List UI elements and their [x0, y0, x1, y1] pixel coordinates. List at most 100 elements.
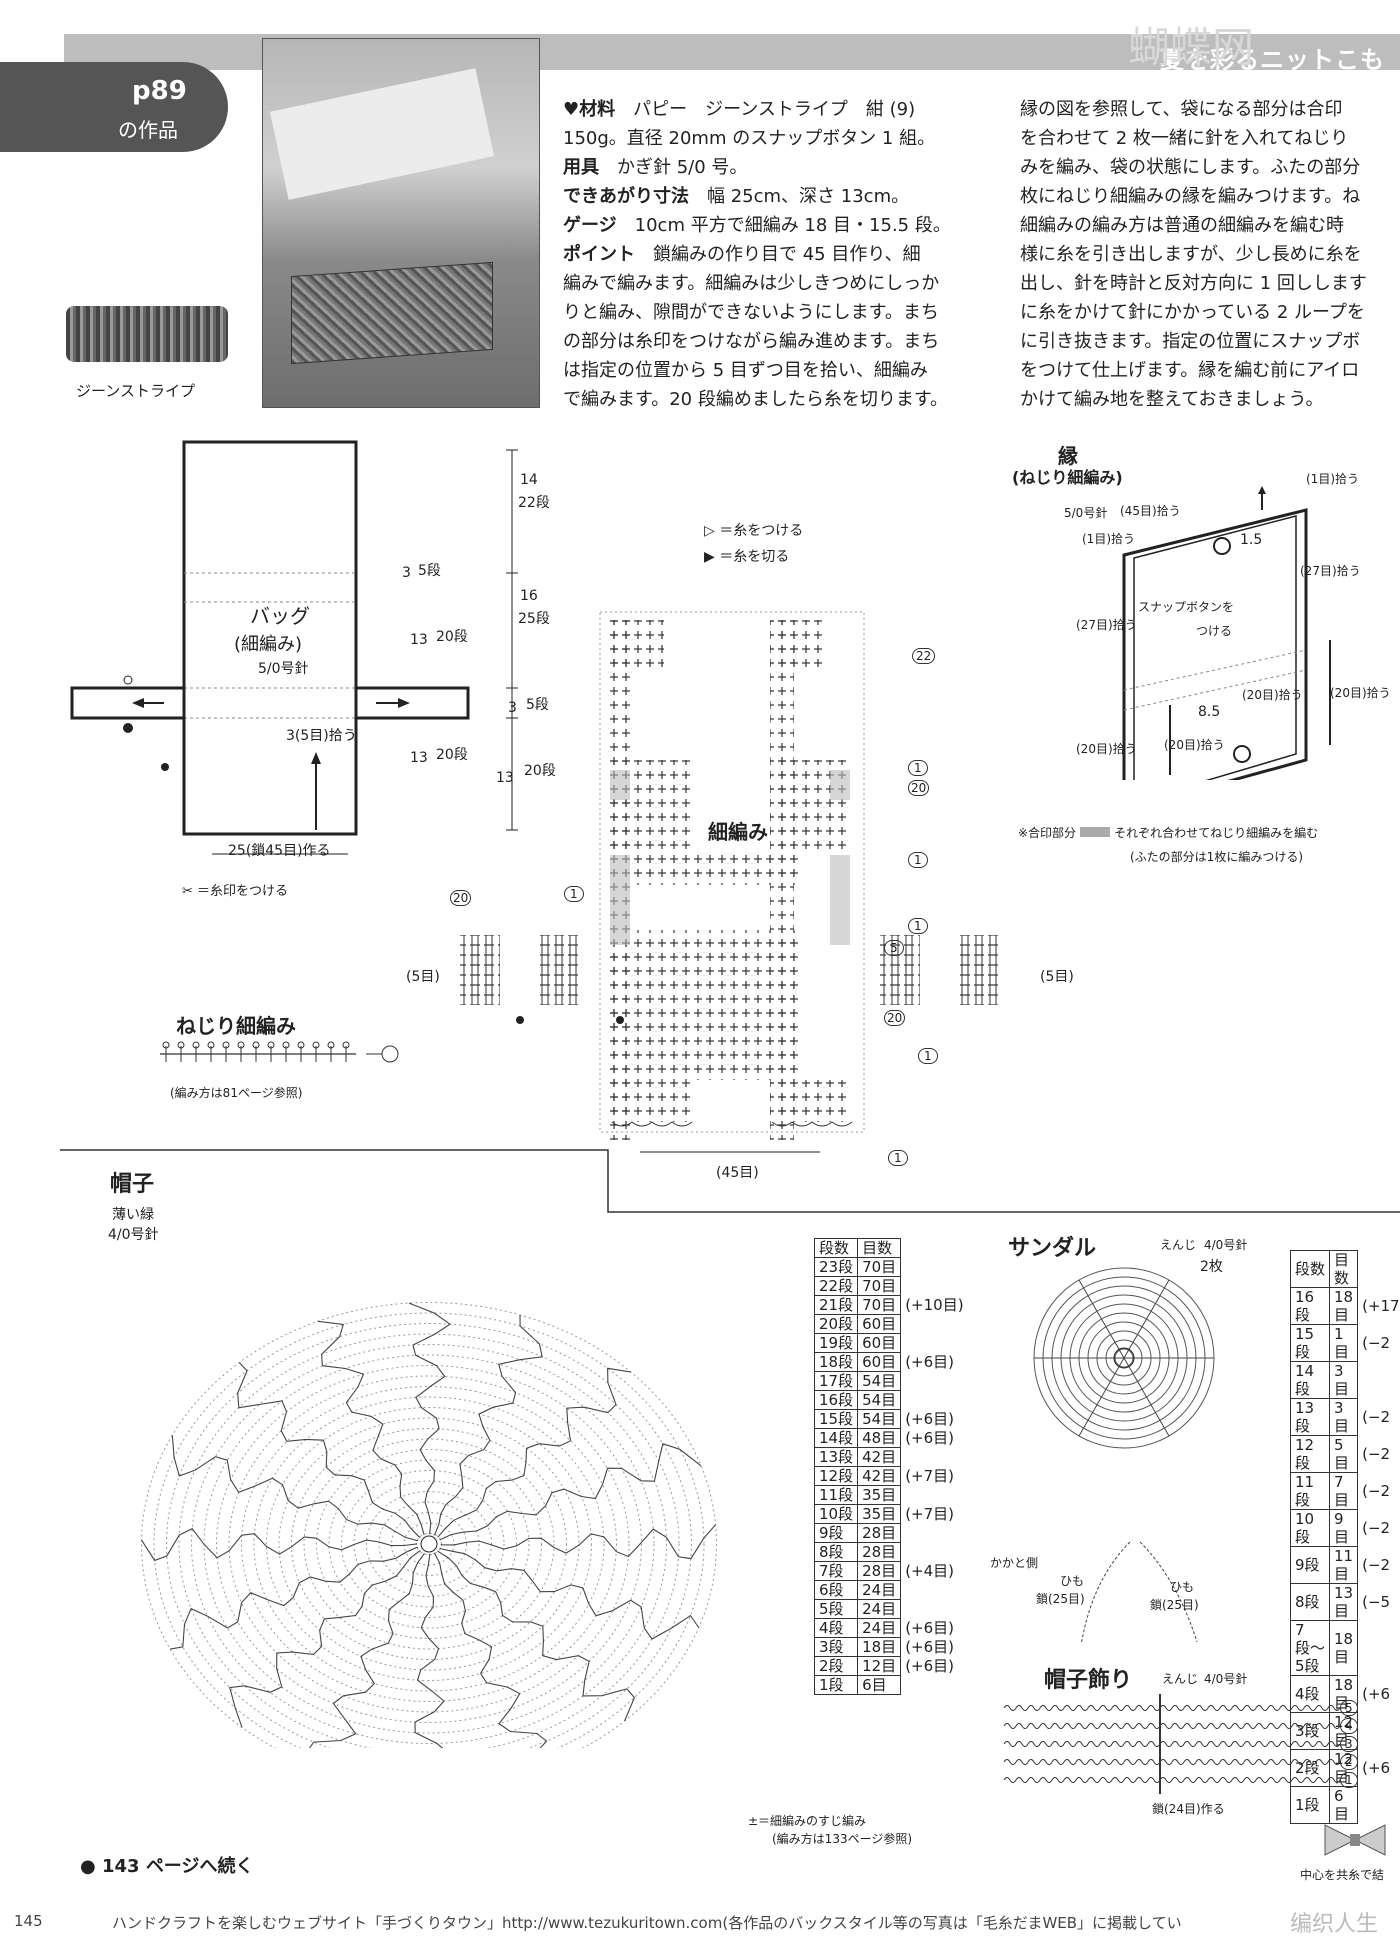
table-cell: 3目: [1328, 1398, 1359, 1436]
bag-sub: (細編み): [234, 634, 303, 655]
yarn-sample-image: [66, 306, 228, 362]
table-cell: 16段: [813, 1390, 859, 1410]
dim-rows: 20段: [436, 747, 468, 763]
table-cell: (−2: [1362, 1519, 1391, 1537]
table-cell: 24目: [857, 1580, 902, 1600]
table-cell: 1段: [813, 1675, 859, 1695]
edge-needle: 5/0号針: [1064, 506, 1108, 520]
table-cell: (+6目): [905, 1410, 955, 1428]
edge-note2: (ふたの部分は1枚に編みつける): [1130, 850, 1303, 864]
table-cell: [901, 1372, 968, 1391]
edge-title: 縁: [1058, 444, 1078, 468]
table-cell: (+7目): [905, 1505, 955, 1523]
row-marker: 1: [564, 886, 584, 902]
sandal-heel: かかと側: [990, 1556, 1039, 1570]
edge-label: (1目)拾う: [1082, 532, 1135, 546]
table-cell: (+17: [1362, 1297, 1400, 1315]
table-cell: 9目: [1328, 1509, 1359, 1547]
bag-pick-label: 3(5目)拾う: [286, 728, 357, 744]
materials-line: りと編み、隙間ができないようにします。まち: [563, 302, 939, 323]
row-marker: 20: [450, 890, 472, 906]
table-cell: 14段: [1290, 1361, 1330, 1399]
table-cell: 4段: [813, 1618, 859, 1638]
dim-cm: 13: [496, 770, 514, 786]
hat-title: 帽子: [110, 1172, 155, 1197]
table-cell: (+6目): [905, 1429, 955, 1447]
table-cell: 15段: [1290, 1324, 1330, 1362]
materials-line: ♥材料 パピー ジーンストライプ 紺 (9): [563, 99, 916, 120]
table-cell: (−5: [1362, 1593, 1391, 1611]
deco-row-marker: 4: [1340, 1718, 1358, 1734]
table-cell: 19段: [813, 1333, 859, 1353]
table-cell: (+6目): [905, 1638, 955, 1656]
table-cell: (+6: [1362, 1685, 1391, 1703]
sandal-string: 鎖(25目): [1150, 1598, 1199, 1612]
table-cell: 13段: [813, 1447, 859, 1467]
table-cell: 11段: [1290, 1472, 1330, 1510]
yarn-caption: ジーンストライプ: [76, 382, 195, 400]
hat-deco-center: 中心を共糸で結: [1300, 1868, 1385, 1882]
materials-line: ゲージ 10cm 平方で細編み 18 目・15.5 段。: [563, 215, 951, 236]
hat-deco-title: 帽子飾り: [1044, 1668, 1133, 1693]
row-marker: 5: [884, 940, 904, 956]
sandal-string: ひも: [1060, 1574, 1085, 1588]
table-cell: 18目: [1328, 1620, 1359, 1676]
page-number: 145: [14, 1912, 43, 1930]
edge-label: (27目)拾う: [1076, 618, 1137, 632]
deco-row-marker: 5: [1340, 1700, 1358, 1716]
table-cell: [901, 1524, 968, 1543]
edge-label: (45目)拾う: [1120, 504, 1181, 518]
table-cell: 16段: [1290, 1287, 1330, 1325]
product-photo: [262, 38, 540, 408]
table-cell: 7段〜5段: [1290, 1620, 1330, 1676]
legend-cut: ▶ ＝糸を切る: [704, 549, 790, 565]
bag-legend: ✂ ＝糸印をつける: [182, 884, 289, 899]
table-cell: 48目: [857, 1428, 902, 1448]
edge-label: スナップボタンを: [1138, 600, 1235, 614]
dim-rows: 20段: [524, 763, 556, 779]
hat-deco-color: えんじ: [1162, 1672, 1199, 1686]
dim-cm: 13: [410, 632, 428, 648]
table-cell: [901, 1600, 968, 1619]
bag-title: バッグ: [250, 604, 310, 628]
table-cell: [901, 1448, 968, 1467]
twist-note: (編み方は81ページ参照): [170, 1086, 303, 1100]
table-cell: 13段: [1290, 1398, 1330, 1436]
table-cell: 8段: [1290, 1583, 1330, 1621]
table-cell: [901, 1315, 968, 1334]
table-cell: 9段: [1290, 1546, 1330, 1584]
materials-line: 編みで編みます。細編みは少しきつめにしっか: [563, 273, 940, 294]
table-cell: [1358, 1621, 1400, 1676]
table-cell: 60目: [857, 1352, 902, 1372]
deco-row-marker: 2: [1340, 1754, 1358, 1770]
table-cell: 70目: [857, 1295, 902, 1315]
hat-color: 薄い緑: [112, 1207, 154, 1223]
materials-line: で編みます。20 段編めましたら糸を切ります。: [563, 389, 949, 410]
table-cell: (−2: [1362, 1482, 1391, 1500]
table-cell: 54目: [857, 1390, 902, 1410]
table-cell: 1段: [1290, 1786, 1330, 1824]
table-cell: 42目: [857, 1447, 902, 1467]
hat-note2: (編み方は133ページ参照): [772, 1832, 913, 1846]
edge-label: (20目)拾う: [1164, 738, 1225, 752]
continue-note: ● 143 ページへ続く: [80, 1856, 254, 1877]
table-cell: 15段: [813, 1409, 859, 1429]
table-cell: 18段: [813, 1352, 859, 1372]
table-header-cell: 目数: [857, 1238, 902, 1258]
table-cell: [901, 1486, 968, 1505]
edge-label: (20目)拾う: [1242, 688, 1303, 702]
table-cell: 3目: [1328, 1361, 1359, 1399]
table-cell: 24目: [857, 1618, 902, 1638]
